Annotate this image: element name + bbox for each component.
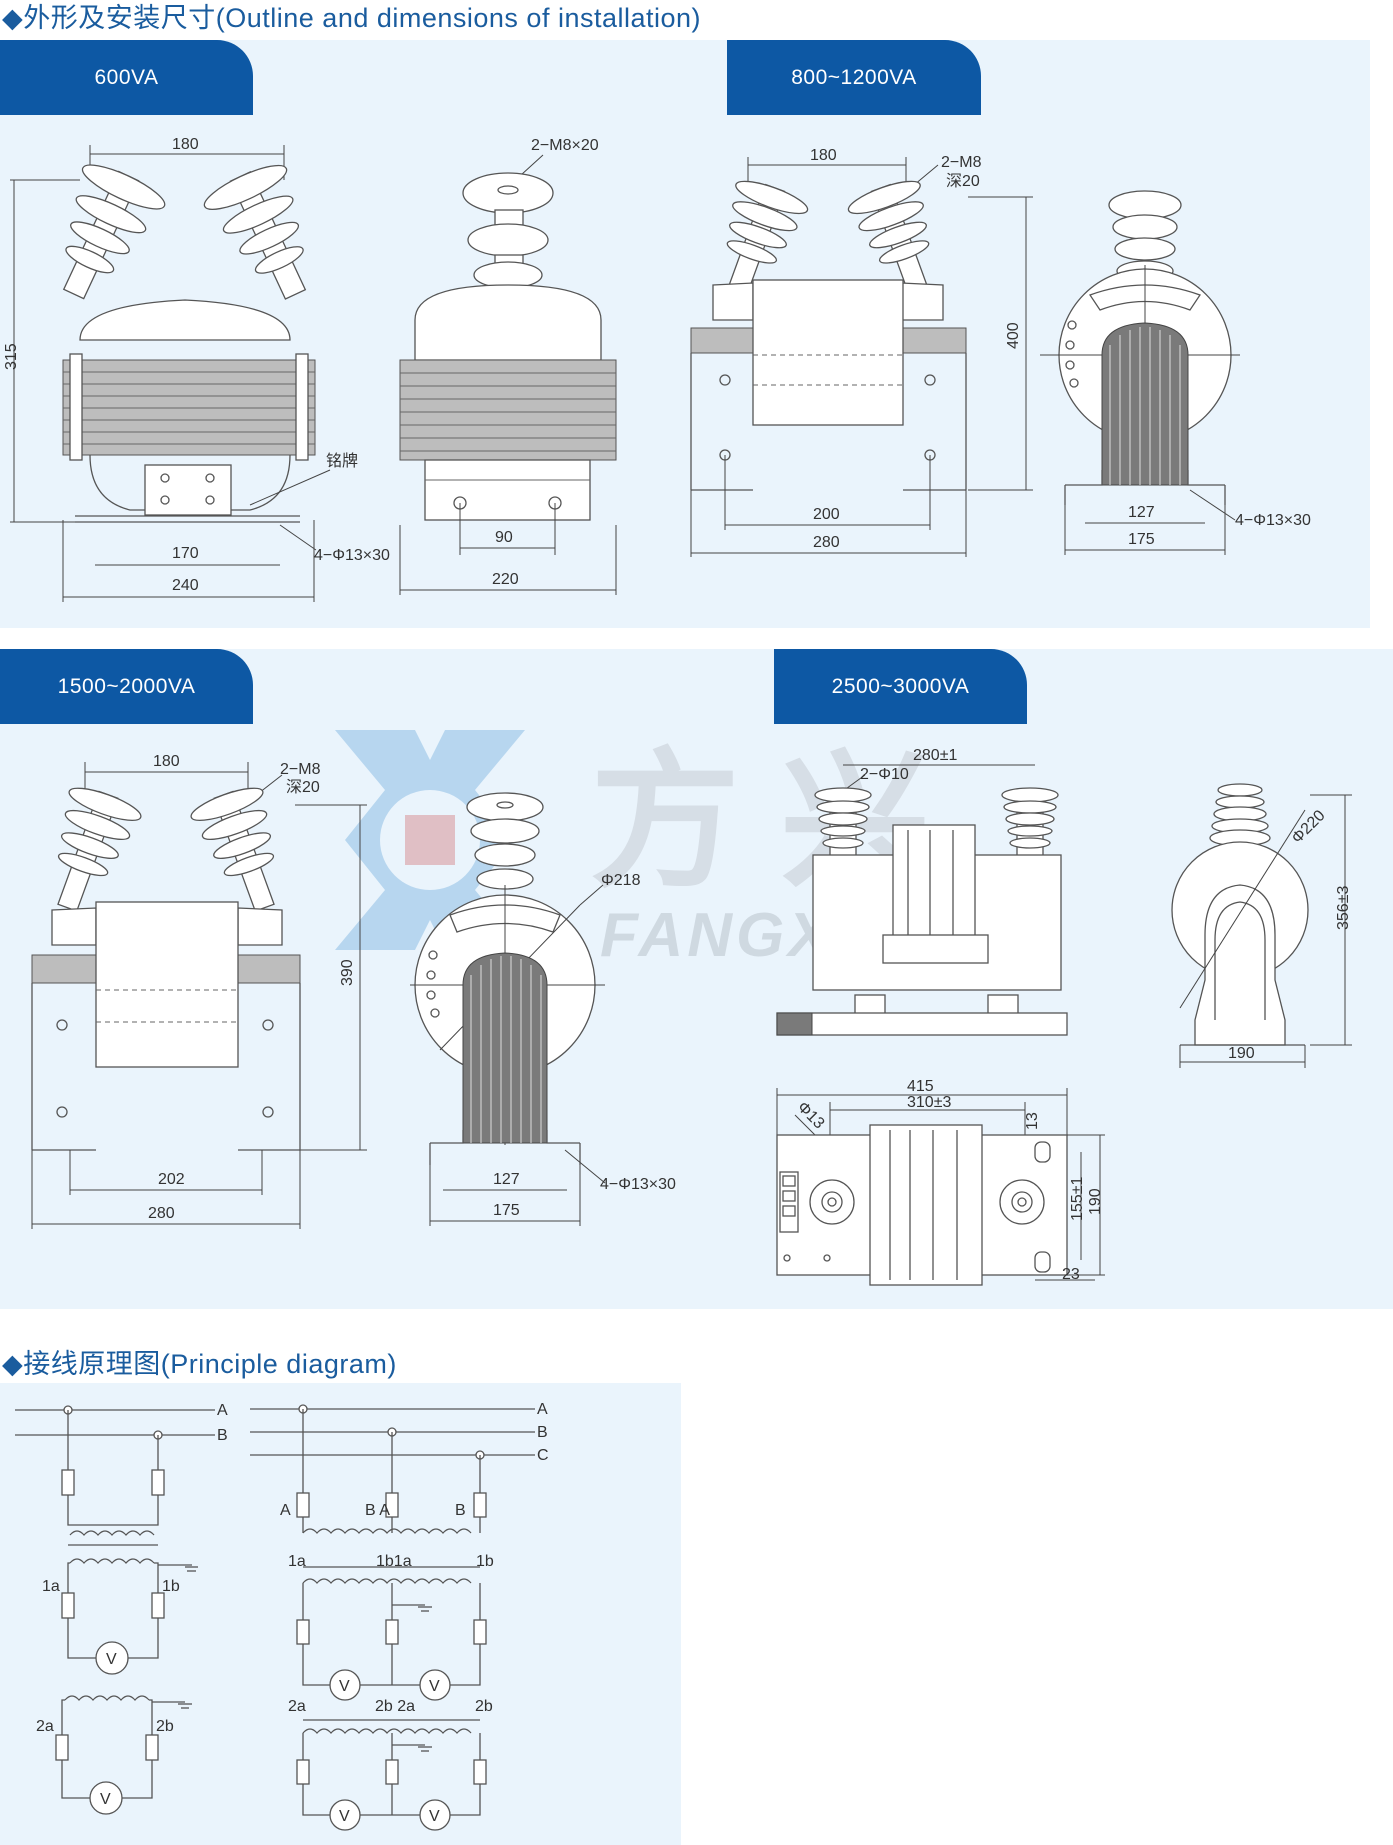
drawing-600va-side: 2−M8×20 90 220 [399,137,617,595]
term-2b: 2b [156,1718,174,1735]
term-ba: B A [365,1502,390,1519]
wiring-diagram-single: A B 1a 1b V 2a 2b V [15,1402,228,1815]
wiring-diagram-three: A B C A B A B 1a 1b1a 1b V V 2a 2b 2a 2b… [250,1401,549,1831]
dim-m8b: 深20 [946,172,980,190]
dim-190b: 190 [1087,1188,1104,1215]
meter-v1: V [106,1651,117,1668]
tab-2500-3000va: 2500~3000VA [774,649,1027,724]
dim-202: 202 [158,1171,185,1188]
meter-v4: V [429,1678,440,1695]
dim-hole: 4−Φ13×30 [314,547,390,564]
principle-panel [0,1383,681,1845]
dim-200: 200 [813,506,840,523]
drawing-2500va-side: Φ220 356±3 190 [1171,783,1352,1068]
drawing-2500va-top: 415 310±3 Φ13 190 155±1 13 23 [776,1078,1105,1286]
meter-v5: V [339,1808,350,1825]
term-2b: 2b [475,1698,493,1715]
term-b2: B [455,1502,466,1519]
outline-section-title: ◆外形及安装尺寸(Outline and dimensions of insta… [2,3,702,33]
tab-600va: 600VA [0,40,253,115]
dim-280: 280±1 [913,747,957,764]
drawing-1500va-front: 180 2−M8 深20 390 202 280 [31,753,367,1229]
term-1b1a: 1b1a [376,1553,412,1570]
dim-180: 180 [153,753,180,770]
dim-310: 310±3 [907,1094,951,1111]
dim-90: 90 [495,529,513,546]
dim-phi10: 2−Φ10 [860,766,909,783]
term-1b: 1b [476,1553,494,1570]
dim-175: 175 [1128,531,1155,548]
principle-section-title: ◆接线原理图(Principle diagram) [2,1349,397,1379]
tab-1500-2000va: 1500~2000VA [0,649,253,724]
dim-220: 220 [492,571,519,588]
dim-240: 240 [172,577,199,594]
term-2a: 2a [288,1698,306,1715]
logo-mark-icon [335,730,525,950]
dim-190: 190 [1228,1045,1255,1062]
dim-13: 13 [1024,1112,1041,1130]
dim-280: 280 [148,1205,175,1222]
dim-127: 127 [493,1171,520,1188]
dim-hole: 4−Φ13×30 [1235,512,1311,529]
dim-180: 180 [172,136,199,153]
bus-label-a: A [217,1402,228,1419]
bus-label-a: A [537,1401,548,1418]
bus-label-b: B [217,1427,228,1444]
dim-127: 127 [1128,504,1155,521]
dim-m8a: 2−M8 [280,761,321,778]
dim-phi13: Φ13 [794,1099,828,1133]
dim-170: 170 [172,545,199,562]
dim-390: 390 [339,959,356,986]
dim-23: 23 [1062,1266,1080,1283]
bus-label-c: C [537,1447,549,1464]
drawing-600va-front: 180 315 铭牌 170 240 [3,136,390,602]
dim-180: 180 [810,147,837,164]
dim-m8a: 2−M8 [941,154,982,171]
drawing-800va-front: 180 2−M8 深20 400 200 280 [690,147,1033,557]
watermark-logo [325,720,535,960]
bus-label-b: B [537,1424,548,1441]
drawing-800va-side: 127 175 4−Φ13×30 [1040,190,1311,555]
dim-m8b: 深20 [286,778,320,796]
term-1b: 1b [162,1578,180,1595]
term-1a: 1a [42,1578,60,1595]
label-nameplate: 铭牌 [326,452,358,470]
dim-155: 155±1 [1069,1177,1086,1221]
dim-356: 356±3 [1335,886,1352,930]
meter-v3: V [339,1678,350,1695]
term-a1: A [280,1502,291,1519]
tab-800-1200va: 800~1200VA [727,40,981,115]
term-2a: 2a [36,1718,54,1735]
dim-phi218: Φ218 [601,872,641,889]
drawing-2500va-front: 280±1 2−Φ10 A B [776,747,1068,1036]
dim-hole: 4−Φ13×30 [600,1176,676,1193]
dim-415: 415 [907,1078,934,1095]
meter-v6: V [429,1808,440,1825]
drawing-1500va-side: Φ218 127 175 4−Φ13×30 [410,792,676,1226]
dim-175: 175 [493,1202,520,1219]
term-1a: 1a [288,1553,306,1570]
meter-v2: V [100,1791,111,1808]
dim-m8: 2−M8×20 [531,137,599,154]
term-2b2a: 2b 2a [375,1698,415,1715]
dim-315: 315 [3,343,20,370]
dim-400: 400 [1005,322,1022,349]
dim-280: 280 [813,534,840,551]
